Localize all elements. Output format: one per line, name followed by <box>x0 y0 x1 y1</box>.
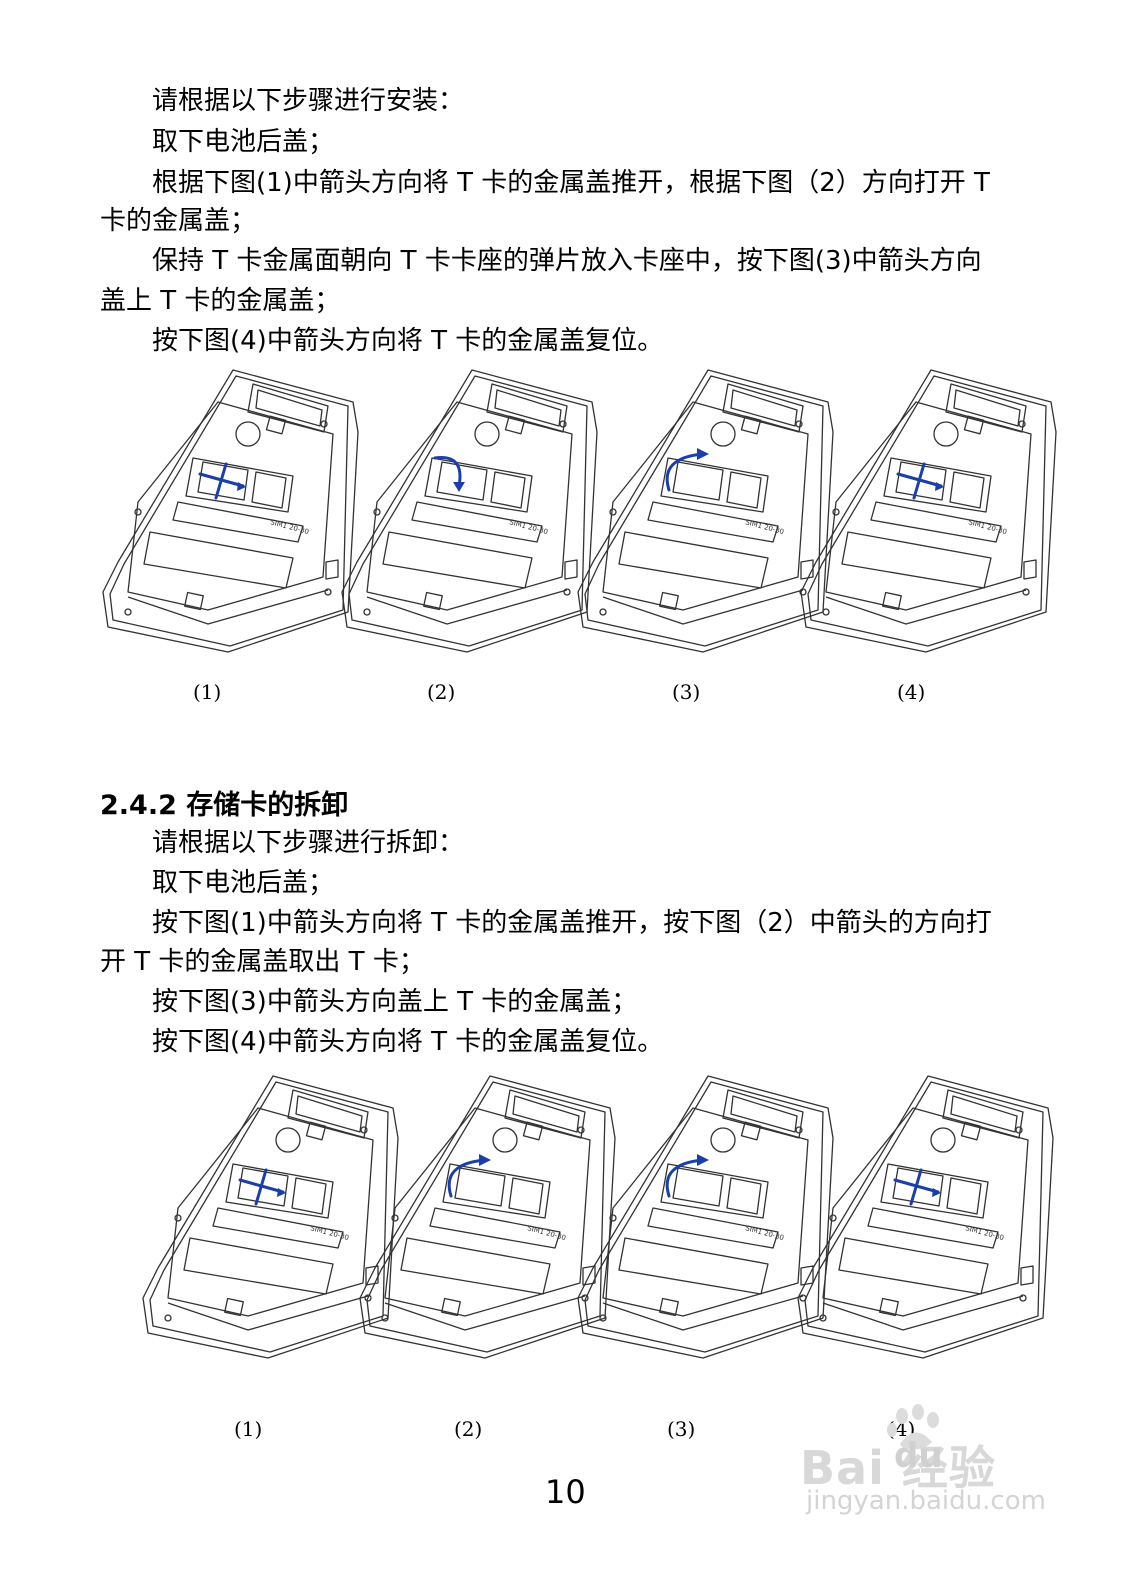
phone-diagram-icon: SIM1 20-30 <box>797 1075 1054 1359</box>
remove-step-2-line-2: 开 T 卡的金属盖取出 T 卡； <box>100 947 425 977</box>
svg-text:SIM1 20-30: SIM1 20-30 <box>309 1224 349 1242</box>
phone-diagram-icon: SIM1 20-30 <box>102 369 359 653</box>
remove-step-3: 按下图(3)中箭头方向盖上 T 卡的金属盖； <box>152 987 638 1017</box>
paw-logo-icon <box>882 1402 952 1452</box>
install-step-3-line-1: 保持 T 卡金属面朝向 T 卡卡座的弹片放入卡座中，按下图(3)中箭头方向 <box>152 246 982 276</box>
phone-diagram-icon: SIM1 20-30 <box>341 369 598 653</box>
watermark-brand-du: du <box>894 1436 943 1476</box>
install-figure-3: SIM1 20-30 <box>573 362 843 666</box>
remove-figure-4: SIM1 20-30 <box>793 1068 1063 1372</box>
install-step-2-line-1: 根据下图(1)中箭头方向将 T 卡的金属盖推开，根据下图（2）方向打开 T <box>152 168 990 198</box>
install-caption-2: (2) <box>427 680 456 704</box>
watermark-brand: Bai 经验 <box>800 1441 996 1495</box>
phone-diagram-icon: SIM1 20-30 <box>800 369 1057 653</box>
phone-diagram-icon: SIM1 20-30 <box>577 369 834 653</box>
svg-text:SIM1 20-30: SIM1 20-30 <box>964 1224 1004 1242</box>
install-intro: 请根据以下步骤进行安装： <box>152 86 465 116</box>
remove-caption-3: (3) <box>667 1417 696 1441</box>
phone-diagram-icon: SIM1 20-30 <box>142 1075 399 1359</box>
install-step-1: 取下电池后盖； <box>152 127 335 157</box>
install-figure-2: SIM1 20-30 <box>337 362 607 666</box>
install-caption-1: (1) <box>193 680 222 704</box>
page-number: 10 <box>545 1473 586 1511</box>
remove-figure-2: SIM1 20-30 <box>355 1068 625 1372</box>
remove-figure-3: SIM1 20-30 <box>573 1068 843 1372</box>
remove-step-4: 按下图(4)中箭头方向将 T 卡的金属盖复位。 <box>152 1027 664 1057</box>
svg-text:SIM1 20-30: SIM1 20-30 <box>526 1224 566 1242</box>
remove-caption-2: (2) <box>454 1417 483 1441</box>
install-figure-1: SIM1 20-30 <box>98 362 368 666</box>
remove-step-2-line-1: 按下图(1)中箭头方向将 T 卡的金属盖推开，按下图（2）中箭头的方向打 <box>152 908 992 938</box>
install-caption-3: (3) <box>672 680 701 704</box>
remove-step-1: 取下电池后盖； <box>152 868 335 898</box>
install-step-2-line-2: 卡的金属盖； <box>100 206 257 236</box>
watermark-url: jingyan.baidu.com <box>806 1486 1046 1516</box>
install-step-4: 按下图(4)中箭头方向将 T 卡的金属盖复位。 <box>152 326 664 356</box>
remove-intro: 请根据以下步骤进行拆卸： <box>152 828 465 858</box>
phone-diagram-icon: SIM1 20-30 <box>577 1075 834 1359</box>
svg-text:SIM1 20-30: SIM1 20-30 <box>508 518 548 536</box>
install-figure-4: SIM1 20-30 <box>796 362 1066 666</box>
phone-diagram-icon: SIM1 20-30 <box>359 1075 616 1359</box>
svg-text:SIM1 20-30: SIM1 20-30 <box>269 518 309 536</box>
section-heading: 2.4.2 存储卡的拆卸 <box>100 790 349 821</box>
install-caption-4: (4) <box>897 680 926 704</box>
remove-caption-1: (1) <box>234 1417 263 1441</box>
svg-text:SIM1 20-30: SIM1 20-30 <box>744 1224 784 1242</box>
svg-text:SIM1 20-30: SIM1 20-30 <box>967 518 1007 536</box>
svg-text:SIM1 20-30: SIM1 20-30 <box>744 518 784 536</box>
remove-figure-1: SIM1 20-30 <box>138 1068 408 1372</box>
install-step-3-line-2: 盖上 T 卡的金属盖； <box>100 286 341 316</box>
